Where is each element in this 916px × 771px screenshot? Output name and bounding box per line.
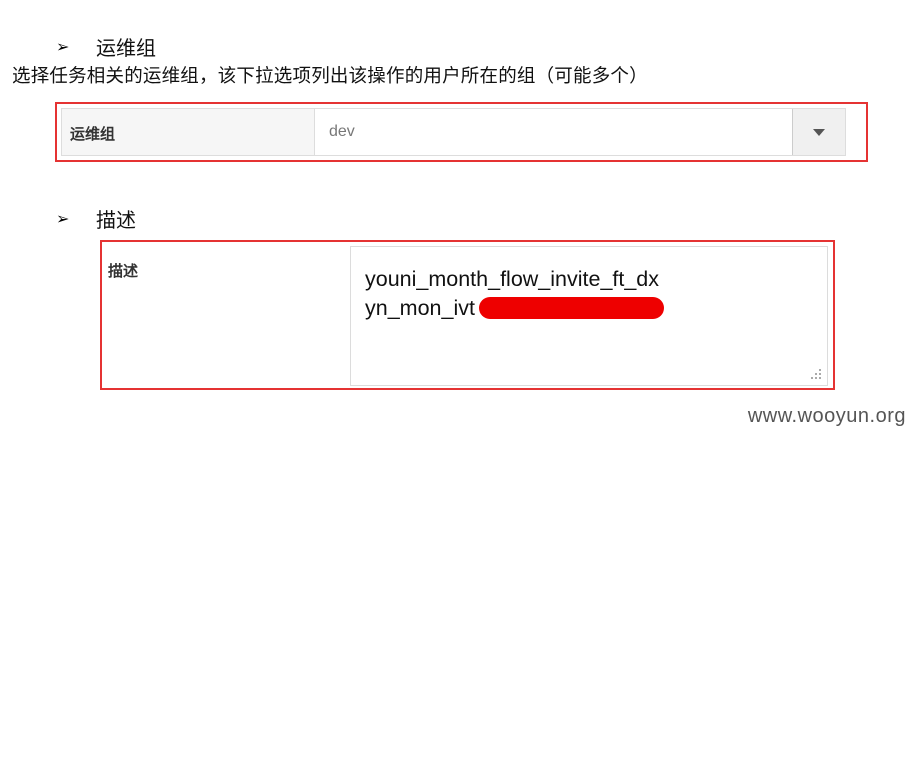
description-highlight-frame: 描述 youni_month_flow_invite_ft_dx yn_mon_…: [100, 240, 835, 390]
arrow-bullet-icon: ➢: [56, 209, 70, 228]
arrow-bullet-icon: ➢: [56, 37, 70, 56]
description-field-label: 描述: [108, 262, 139, 280]
ops-group-bullet: ➢ 运维组: [56, 32, 156, 61]
description-textarea[interactable]: youni_month_flow_invite_ft_dx yn_mon_ivt: [350, 246, 828, 386]
ops-group-highlight-frame: 运维组 dev: [55, 102, 868, 162]
description-line-1: youni_month_flow_invite_ft_dx: [365, 267, 660, 291]
ops-group-selected-value: dev: [329, 123, 355, 140]
resize-grip-icon[interactable]: [807, 365, 821, 379]
ops-group-explanation: 选择任务相关的运维组，该下拉选项列出该操作的用户所在的组（可能多个）: [12, 66, 648, 87]
ops-group-field-label: 运维组: [70, 125, 116, 143]
ops-group-heading: 运维组: [96, 36, 156, 60]
ops-group-select[interactable]: dev: [314, 109, 845, 155]
caret-down-icon: [813, 128, 825, 136]
description-heading: 描述: [96, 208, 136, 232]
redaction-mark: [478, 297, 664, 319]
description-line-2: yn_mon_ivt: [365, 296, 475, 320]
ops-group-dropdown-button[interactable]: [792, 109, 845, 155]
watermark: www.wooyun.org: [747, 405, 906, 427]
description-bullet: ➢ 描述: [56, 204, 136, 233]
ops-group-form-row: 运维组 dev: [61, 108, 846, 156]
